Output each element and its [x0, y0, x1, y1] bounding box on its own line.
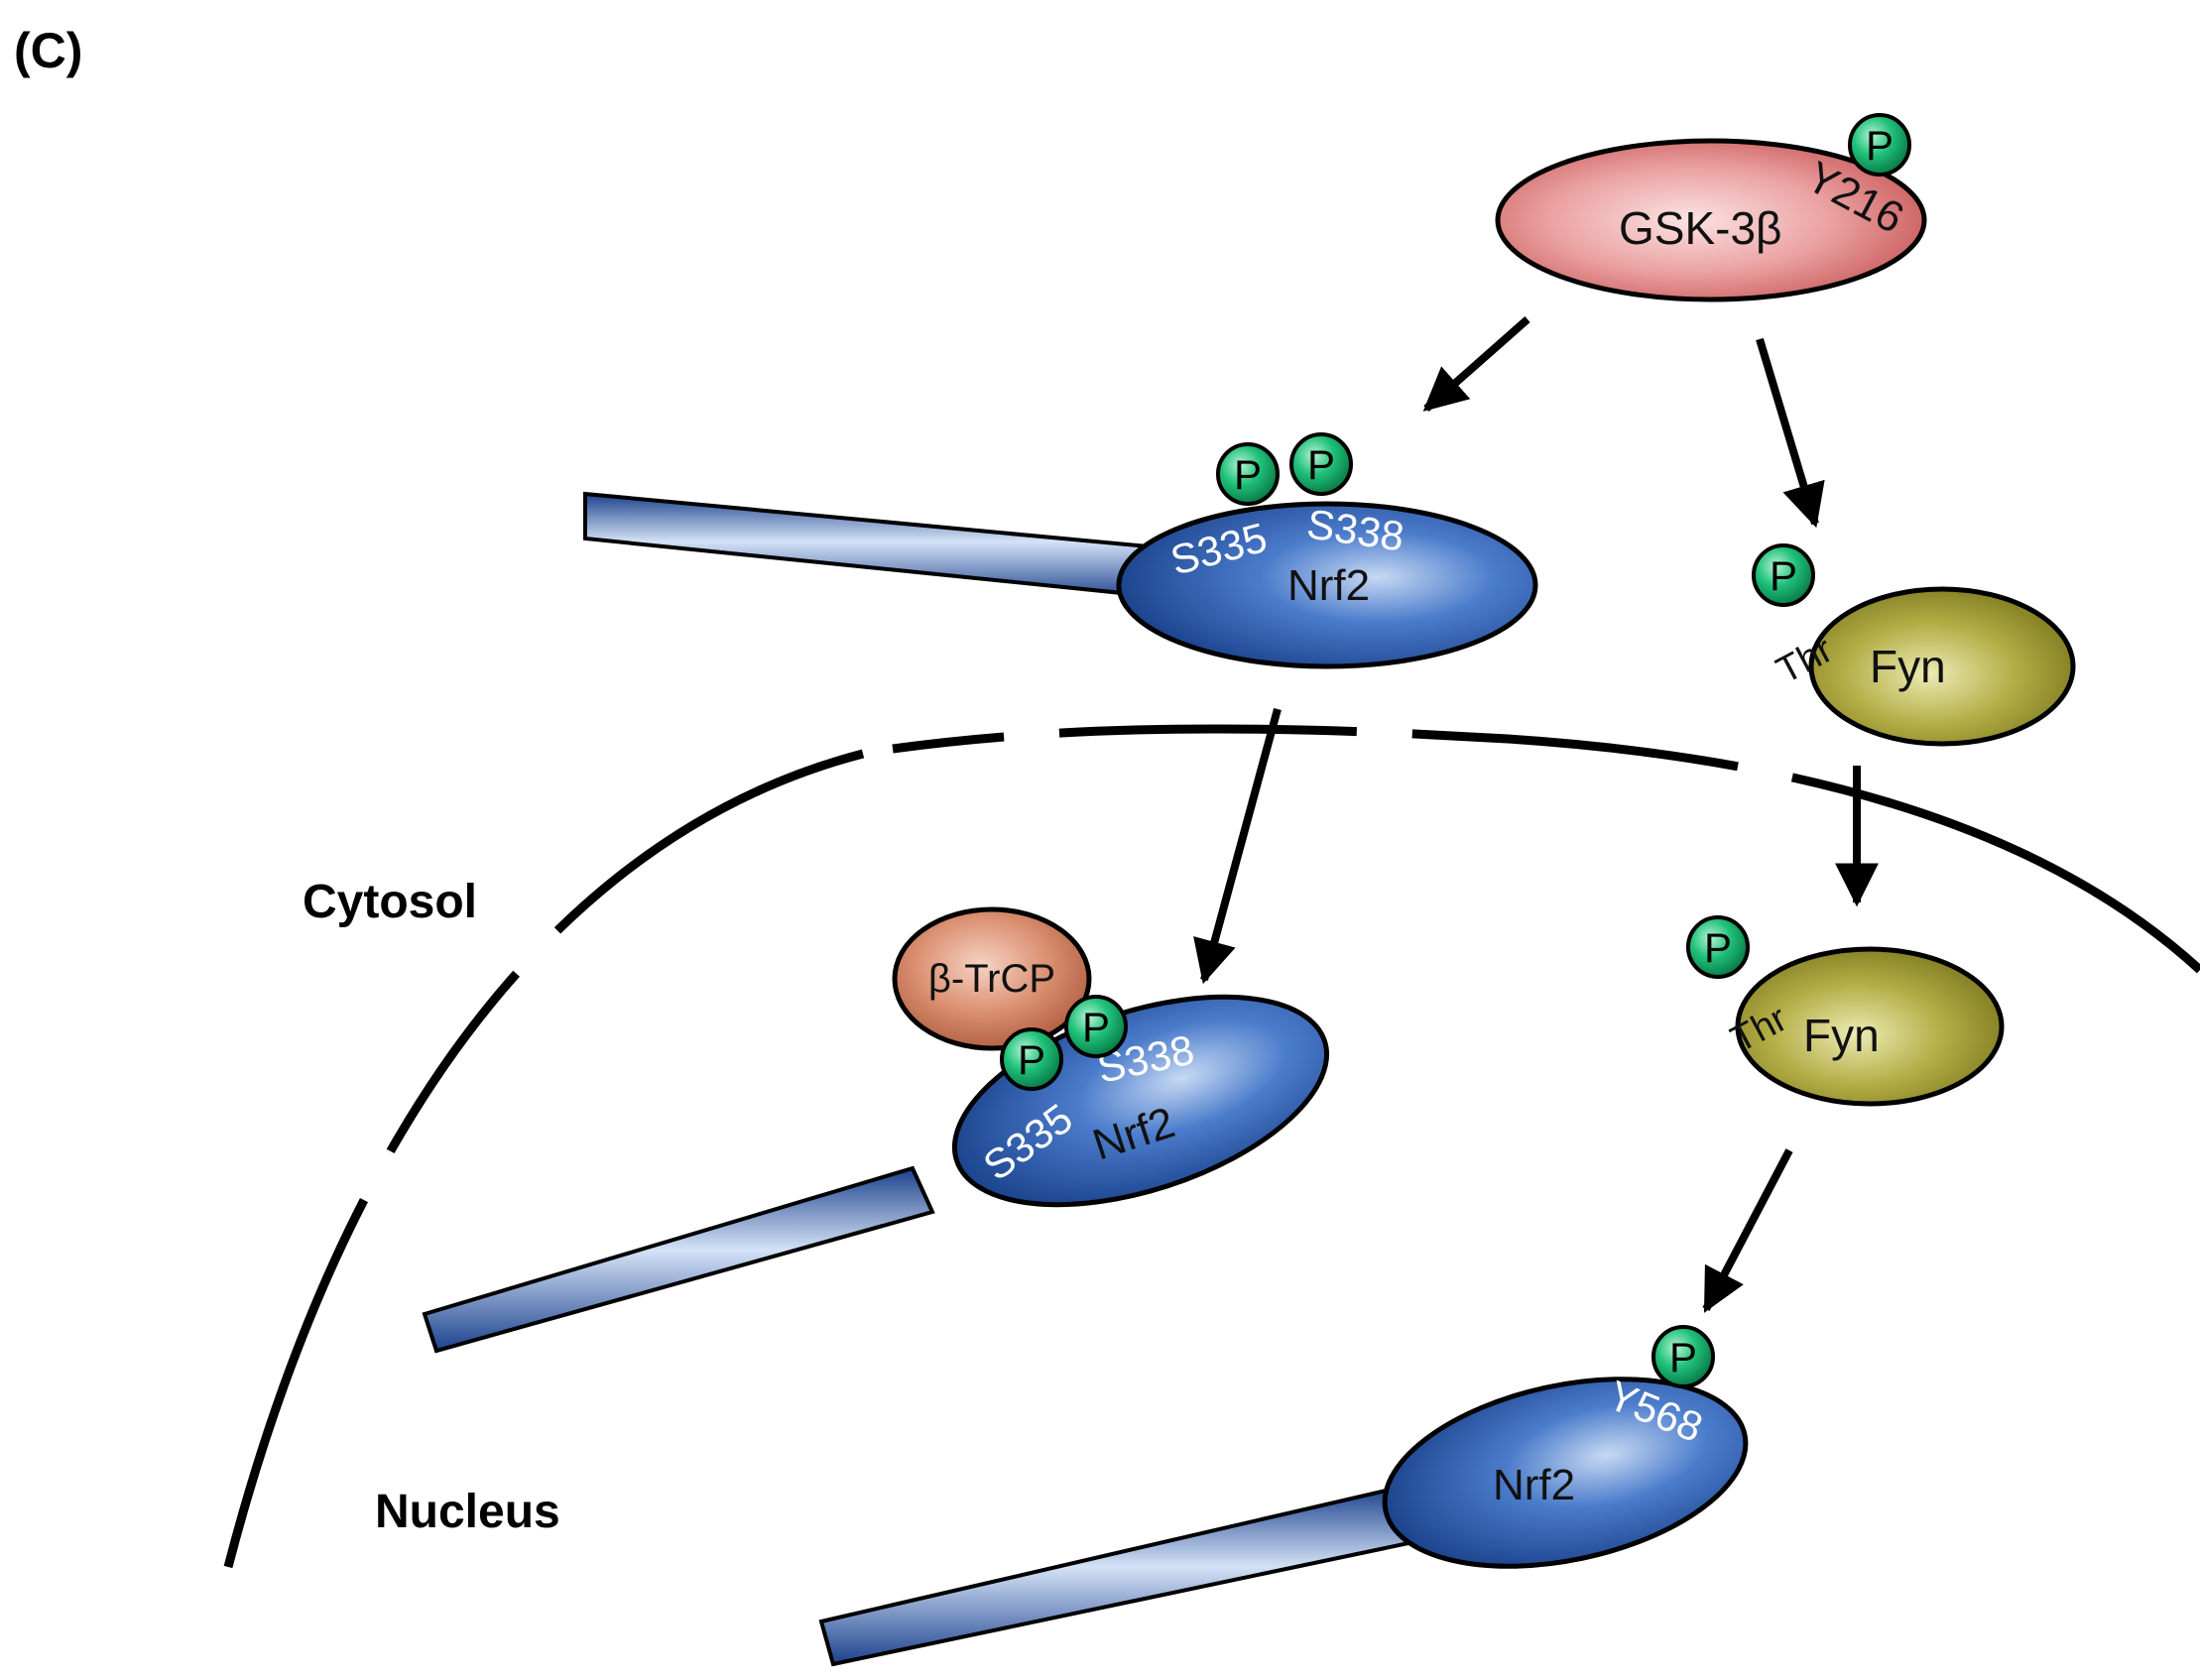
fyn-label: Fyn	[1870, 641, 1946, 692]
svg-text:P: P	[1770, 552, 1797, 599]
phospho-icon: P	[1651, 1325, 1715, 1388]
arrow-fyn-to-nrf2	[1702, 1148, 1793, 1313]
phospho-icon: P	[1686, 915, 1750, 979]
svg-text:P: P	[1704, 924, 1732, 971]
btrcp-label: β-TrCP	[928, 957, 1055, 1001]
gsk3b-label: GSK-3β	[1619, 202, 1782, 254]
fyn-label: Fyn	[1803, 1010, 1880, 1061]
phospho-icon: P	[1000, 1027, 1063, 1091]
cytosol-label: Cytosol	[303, 876, 477, 928]
fyn-nuclear: Thr Fyn P	[1686, 915, 2005, 1107]
phospho-icon: P	[1289, 432, 1353, 496]
btrcp-nrf2-complex: β-TrCP S335 S338 Nrf2 P P	[422, 906, 1330, 1354]
arrow-nrf2-to-btrcp-complex	[1193, 707, 1282, 985]
arrows	[1193, 316, 1879, 1313]
svg-text:P: P	[1866, 122, 1894, 169]
svg-text:P: P	[1669, 1334, 1697, 1380]
fyn-cytosolic: Thr Fyn P	[1752, 543, 2076, 747]
phospho-icon: P	[1064, 995, 1128, 1058]
gsk3b-protein: GSK-3β Y216 P	[1495, 113, 1927, 302]
phospho-icon: P	[1216, 442, 1280, 506]
panel-label: (C)	[14, 23, 82, 78]
nrf2-nuclear: Nrf2 Y568 P	[818, 1325, 1749, 1667]
arrow-gsk3b-to-nrf2	[1422, 316, 1530, 412]
svg-text:P: P	[1234, 451, 1262, 498]
nrf2-cytosolic: S335 S338 Nrf2 P P	[583, 432, 1538, 669]
svg-text:P: P	[1082, 1004, 1110, 1050]
nrf2-label: Nrf2	[1287, 561, 1370, 610]
arrow-gsk3b-to-fyn	[1756, 337, 1825, 529]
btrcp-protein	[892, 906, 1092, 1051]
nrf2-label: Nrf2	[1493, 1461, 1575, 1509]
phospho-icon: P	[1848, 113, 1911, 177]
nucleus-label: Nucleus	[375, 1486, 560, 1538]
phospho-icon: P	[1752, 543, 1815, 607]
svg-text:P: P	[1018, 1036, 1045, 1083]
nuclear-envelope	[223, 724, 2200, 1569]
svg-text:P: P	[1307, 441, 1335, 488]
